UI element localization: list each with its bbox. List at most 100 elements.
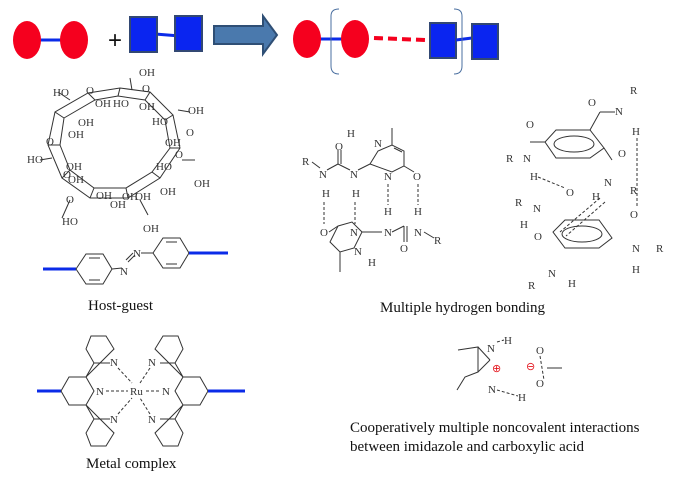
svg-text:OH: OH (96, 190, 112, 202)
svg-text:OH: OH (165, 137, 181, 149)
red-circle (60, 21, 88, 59)
svg-text:O: O (630, 209, 638, 221)
azobenzene-guest: N N (43, 237, 228, 285)
blue-square (129, 16, 158, 53)
svg-text:OH: OH (143, 223, 159, 235)
svg-text:N: N (350, 227, 358, 239)
svg-text:H: H (322, 188, 330, 200)
svg-text:N: N (523, 153, 531, 165)
svg-text:H: H (368, 257, 376, 269)
svg-text:O: O (526, 119, 534, 131)
svg-text:N: N (488, 384, 496, 396)
supramolecular-polymer (293, 8, 499, 75)
red-circle (13, 21, 41, 59)
svg-text:N: N (110, 357, 118, 369)
svg-text:N: N (162, 386, 170, 398)
svg-text:R: R (434, 235, 442, 247)
svg-text:OH: OH (68, 129, 84, 141)
red-circle (293, 20, 321, 58)
svg-text:N: N (487, 343, 495, 355)
svg-text:O: O (320, 227, 328, 239)
svg-text:R: R (630, 185, 638, 197)
svg-text:H: H (384, 206, 392, 218)
hydrogen-bonding-label: Multiple hydrogen bonding (380, 300, 545, 316)
polymerization-scheme: + (13, 8, 499, 75)
svg-text:O: O (175, 149, 183, 161)
svg-text:N: N (110, 414, 118, 426)
ru-center-atom: Ru (130, 386, 143, 398)
svg-text:N: N (148, 414, 156, 426)
svg-text:H: H (414, 206, 422, 218)
svg-text:HO: HO (53, 87, 69, 99)
svg-text:OH: OH (135, 191, 151, 203)
metal-complex-label: Metal complex (86, 456, 177, 472)
negative-charge-icon: ⊖ (526, 361, 535, 373)
svg-text:N: N (319, 169, 327, 181)
svg-text:H: H (352, 188, 360, 200)
svg-text:O: O (142, 83, 150, 95)
svg-text:N: N (354, 246, 362, 258)
svg-text:N: N (133, 248, 141, 260)
blue-square (429, 22, 457, 59)
imidazole-label-line1: Cooperatively multiple noncovalent inter… (350, 420, 640, 436)
svg-text:R: R (656, 243, 664, 255)
svg-text:N: N (384, 171, 392, 183)
svg-text:H: H (632, 264, 640, 276)
blue-square (471, 23, 499, 60)
svg-text:OH: OH (122, 191, 138, 203)
svg-text:H: H (504, 335, 512, 347)
plus-sign: + (108, 27, 122, 54)
svg-text:N: N (632, 243, 640, 255)
right-bracket (453, 8, 463, 75)
svg-text:N: N (350, 169, 358, 181)
svg-text:R: R (506, 153, 514, 165)
svg-text:R: R (515, 197, 523, 209)
svg-text:HO: HO (152, 116, 168, 128)
svg-text:O: O (536, 345, 544, 357)
svg-text:R: R (630, 85, 638, 97)
svg-text:N: N (604, 177, 612, 189)
cyclodextrin-ring (47, 87, 181, 199)
svg-text:N: N (374, 138, 382, 150)
svg-text:O: O (335, 141, 343, 153)
hydrogen-bonds (537, 138, 638, 237)
svg-text:H: H (347, 128, 355, 140)
svg-text:H: H (518, 392, 526, 404)
positive-charge-icon: ⊕ (492, 363, 501, 375)
svg-text:OH: OH (110, 199, 126, 211)
red-circle (341, 20, 369, 58)
svg-text:O: O (186, 127, 194, 139)
svg-text:OH: OH (139, 101, 155, 113)
svg-text:O: O (63, 169, 71, 181)
svg-text:R: R (528, 280, 536, 292)
svg-text:O: O (536, 378, 544, 390)
svg-text:O: O (588, 97, 596, 109)
svg-text:N: N (615, 106, 623, 118)
svg-text:H: H (568, 278, 576, 290)
upy-bottom: O N HN O HN R NH (320, 206, 442, 272)
blue-square (174, 15, 203, 52)
monomer-b (129, 15, 203, 53)
svg-text:N: N (548, 268, 556, 280)
svg-text:HO: HO (62, 216, 78, 228)
svg-text:OH: OH (160, 186, 176, 198)
svg-text:O: O (618, 148, 626, 160)
svg-text:OH: OH (95, 98, 111, 110)
svg-text:O: O (86, 85, 94, 97)
svg-text:H: H (632, 126, 640, 138)
svg-text:R: R (302, 156, 310, 168)
svg-text:N: N (96, 386, 104, 398)
reaction-arrow-icon (213, 12, 279, 58)
svg-text:OH: OH (68, 174, 84, 186)
svg-text:H: H (592, 191, 600, 203)
svg-text:O: O (534, 231, 542, 243)
upy-top: R NH O NH NH N O (302, 128, 421, 200)
noncovalent-interaction-dash (373, 36, 426, 42)
host-guest-label: Host-guest (88, 298, 153, 314)
svg-text:HO: HO (113, 98, 129, 110)
imidazole-label-line2: between imidazole and carboxylic acid (350, 439, 585, 455)
svg-text:N: N (384, 227, 392, 239)
svg-text:N: N (533, 203, 541, 215)
